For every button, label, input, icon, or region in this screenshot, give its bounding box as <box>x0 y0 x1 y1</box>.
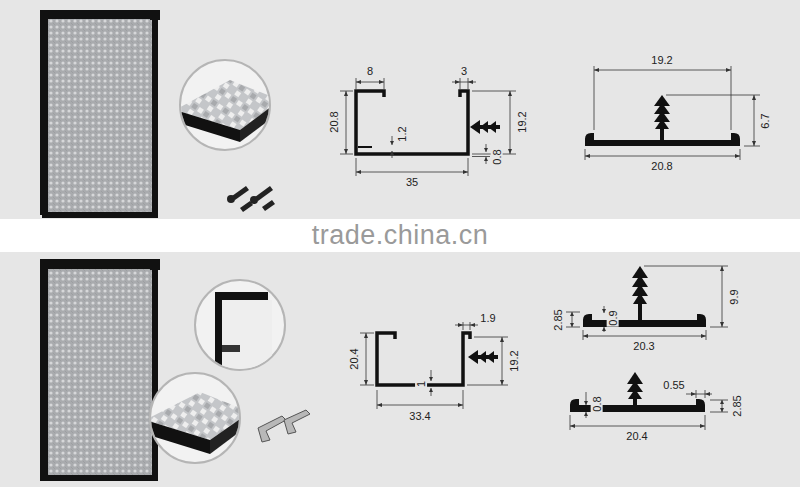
panel-ground <box>0 252 800 487</box>
panel-ground <box>0 0 800 219</box>
dimension-label: 19.2 <box>516 110 528 133</box>
watermark: trade.china.cn <box>311 220 490 250</box>
dimension-label: 2.85 <box>552 308 564 331</box>
dimension-label: 0.9 <box>607 309 619 326</box>
u-profile <box>356 91 468 154</box>
dimension-arrows <box>570 266 724 338</box>
dimension-label: 33.4 <box>408 410 431 422</box>
door-illustration <box>40 259 160 481</box>
dimension-label: 8 <box>366 65 374 77</box>
dimension-label: 20.4 <box>625 430 648 442</box>
dimension-lines <box>585 66 760 160</box>
screw-barb <box>468 350 498 364</box>
dimension-label: 6.7 <box>759 112 771 129</box>
dimension-label: 2.85 <box>731 394 743 417</box>
dimension-lines <box>566 266 728 340</box>
dimension-label: 19.2 <box>508 349 520 372</box>
dimension-lines <box>340 78 516 176</box>
clip-parts <box>258 410 310 442</box>
insert-profile <box>583 266 706 327</box>
dimension-label: 1.2 <box>396 125 408 142</box>
dimension-label: 0.8 <box>591 395 603 412</box>
dimension-arrows <box>570 392 724 428</box>
dimension-label: 0.8 <box>491 148 503 165</box>
screw-parts <box>227 186 275 212</box>
detail-callout <box>195 280 285 380</box>
insert-profile <box>570 372 705 412</box>
detail-callout <box>145 373 250 463</box>
dimension-label: 1 <box>415 380 427 388</box>
dimension-label: 20.3 <box>632 340 655 352</box>
screw-barb <box>470 120 500 134</box>
dimension-label: 0.55 <box>662 379 685 391</box>
dimension-arrows <box>364 323 504 407</box>
dimension-lines <box>570 390 728 430</box>
insert-profile <box>585 95 740 146</box>
dimension-label: 1.9 <box>479 312 496 324</box>
dimension-lines <box>360 322 508 409</box>
detail-callout <box>175 60 280 150</box>
dimension-label: 3 <box>460 65 468 77</box>
dimension-arrows <box>344 80 512 174</box>
dimension-label: 20.8 <box>650 160 673 172</box>
band-ground <box>0 219 800 252</box>
door-illustration <box>40 10 160 215</box>
dimension-label: 9.9 <box>728 288 740 305</box>
dimension-label: 20.4 <box>348 347 360 370</box>
dimension-arrows <box>585 68 756 158</box>
dimension-label: 35 <box>405 176 419 188</box>
dimension-label: 20.8 <box>328 110 340 133</box>
dimension-label: 19.2 <box>650 54 673 66</box>
u-profile <box>377 333 470 385</box>
